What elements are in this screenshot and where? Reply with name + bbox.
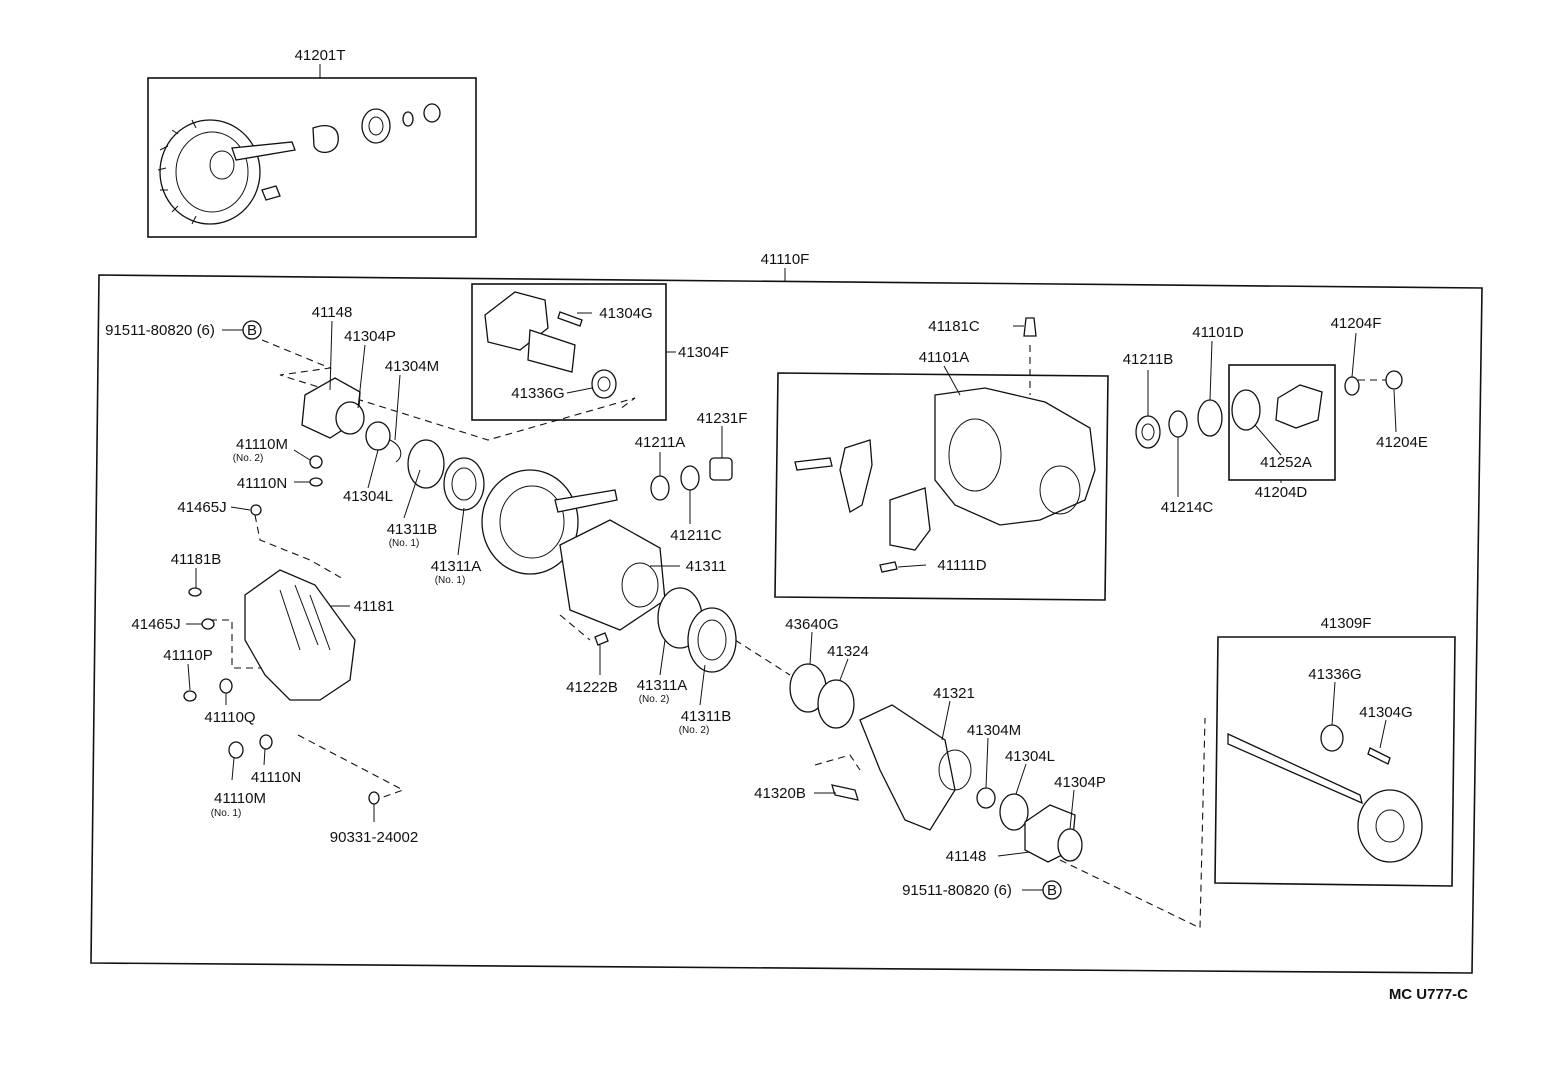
frame-housing-set [774, 372, 1109, 601]
label-41110N-bot: 41110N [251, 769, 301, 786]
right-bearing-stack [1135, 370, 1403, 449]
label-41204E: 41204E [1376, 434, 1428, 451]
frame-carrier-assembly [90, 268, 1483, 974]
label-41304G-top: 41304G [599, 305, 652, 322]
label-41211B: 41211B [1123, 351, 1174, 368]
assembly-lines [210, 339, 1396, 929]
label-41110M-no2: 41110M [236, 436, 288, 453]
label-group-ring-pinion: 41201T [295, 47, 346, 64]
label-41252A: 41252A [1260, 454, 1312, 471]
label-41211A: 41211A [635, 434, 686, 451]
label-91511-top: 91511-80820 (6) [105, 322, 215, 339]
label-41181C: 41181C [928, 318, 980, 335]
label-41304M-top: 41304M [385, 358, 439, 375]
side-flange-right [789, 663, 1083, 863]
b-marker-top-letter: B [247, 322, 257, 339]
label-41304L-bot: 41304L [1005, 748, 1055, 765]
label-41465J-mid: 41465J [131, 616, 180, 633]
label-41110M-no1: 41110M [214, 790, 266, 807]
label-41311B-no2-sub: (No. 2) [679, 725, 710, 736]
label-41321: 41321 [933, 685, 975, 702]
label-41110Q: 41110Q [204, 709, 255, 726]
label-41110M-no1-sub: (No. 1) [211, 808, 242, 819]
label-41231F: 41231F [697, 410, 748, 427]
label-41311A-no2-sub: (No. 2) [639, 694, 670, 705]
label-group-carrier-assembly: 41110F [761, 251, 810, 268]
label-41211C: 41211C [670, 527, 722, 544]
label-41110M-no2-sub: (No. 2) [233, 453, 264, 464]
label-41181B: 41181B [171, 551, 222, 568]
label-group-shaft-set: 41309F [1321, 615, 1372, 632]
side-bearing-set-center [657, 587, 737, 673]
label-41320B: 41320B [754, 785, 806, 802]
label-41110P: 41110P [163, 647, 213, 664]
frame-ring-pinion [147, 64, 477, 238]
label-group-housing-set: 41101A [919, 349, 970, 366]
label-41304M-bot: 41304M [967, 722, 1021, 739]
label-41311B-no1-sub: (No. 1) [389, 538, 420, 549]
label-41304P-bot: 41304P [1054, 774, 1106, 791]
label-43640G: 43640G [785, 616, 838, 633]
ring-gear-pinion-set [157, 103, 441, 225]
label-41101D: 41101D [1192, 324, 1244, 341]
label-group-flange-set: 41304F [678, 344, 729, 361]
frame-cap-set [1228, 364, 1336, 481]
label-41465J-top: 41465J [177, 499, 226, 516]
leader-lines [186, 312, 1397, 857]
differential-case [559, 457, 733, 646]
label-90331: 90331-24002 [330, 829, 418, 846]
label-41311B-no1: 41311B [387, 521, 438, 538]
frame-shaft-set [1214, 636, 1456, 887]
label-41204F: 41204F [1331, 315, 1382, 332]
label-41311: 41311 [686, 558, 727, 575]
label-41222B: 41222B [566, 679, 618, 696]
label-91511-bot: 91511-80820 (6) [902, 882, 1012, 899]
label-41304G-right: 41304G [1359, 704, 1412, 721]
label-41311A-no2: 41311A [637, 677, 688, 694]
label-41324: 41324 [827, 643, 869, 660]
frame-flange-set [471, 283, 676, 421]
label-41148-top: 41148 [312, 304, 353, 321]
carrier-cover-left [183, 455, 380, 805]
figure-code: MC U777-C [1389, 986, 1468, 1003]
b-marker-top: B [222, 320, 262, 340]
label-41304L-top: 41304L [343, 488, 393, 505]
label-41304P-top: 41304P [344, 328, 396, 345]
b-marker-bottom: B [1022, 880, 1062, 900]
label-41111D: 41111D [937, 557, 986, 574]
flange-set-parts [484, 291, 617, 399]
axle-shaft-set [1227, 724, 1423, 863]
label-41110N-top: 41110N [237, 475, 287, 492]
axle-housing [794, 317, 1096, 573]
ring-gear-center [481, 469, 618, 575]
side-flange-left [301, 377, 485, 511]
label-group-cap-set: 41204D [1255, 484, 1308, 501]
label-41336G-right: 41336G [1308, 666, 1361, 683]
label-41311A-no1: 41311A [431, 558, 482, 575]
label-41336G-top: 41336G [511, 385, 564, 402]
label-41311B-no2: 41311B [681, 708, 732, 725]
label-41181: 41181 [354, 598, 395, 615]
b-marker-bottom-letter: B [1047, 882, 1057, 899]
label-41214C: 41214C [1161, 499, 1214, 516]
label-41148-bot: 41148 [946, 848, 987, 865]
label-41311A-no1-sub: (No. 1) [435, 575, 466, 586]
